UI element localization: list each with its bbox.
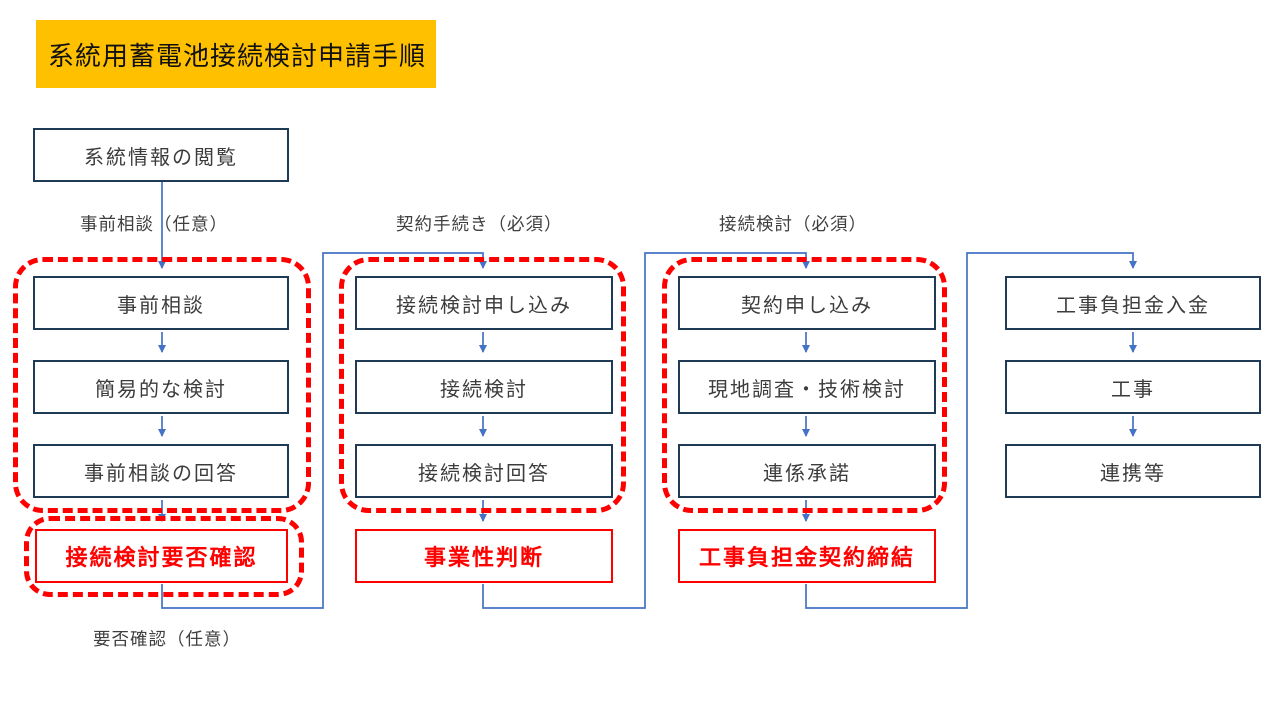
result-box: 工事負担金契約締結 bbox=[678, 529, 936, 583]
dashed-group-preliminary bbox=[13, 257, 311, 513]
elbow-connector-col3-col4 bbox=[805, 252, 1137, 609]
dashed-group-confirm bbox=[24, 516, 304, 597]
step-box: 事前相談 bbox=[33, 276, 289, 330]
phase-label-contract: 契約手続き（必須） bbox=[396, 214, 563, 234]
step-box: 事前相談の回答 bbox=[33, 444, 289, 498]
step-box: 連携等 bbox=[1005, 444, 1261, 498]
step-box: 契約申し込み bbox=[678, 276, 936, 330]
phase-label-study: 接続検討（必須） bbox=[719, 214, 867, 234]
phase-label-confirm: 要否確認（任意） bbox=[93, 629, 241, 649]
step-box: 接続検討 bbox=[355, 360, 613, 414]
step-box: 接続検討申し込み bbox=[355, 276, 613, 330]
page-title: 系統用蓄電池接続検討申請手順 bbox=[36, 20, 436, 88]
step-box: 工事 bbox=[1005, 360, 1261, 414]
start-box: 系統情報の閲覧 bbox=[33, 128, 289, 182]
result-box: 接続検討要否確認 bbox=[35, 529, 288, 583]
step-box: 現地調査・技術検討 bbox=[678, 360, 936, 414]
elbow-connector-col2-col3 bbox=[482, 252, 810, 609]
result-box: 事業性判断 bbox=[355, 529, 613, 583]
step-box: 接続検討回答 bbox=[355, 444, 613, 498]
dashed-group-contract bbox=[662, 257, 947, 513]
step-box: 簡易的な検討 bbox=[33, 360, 289, 414]
dashed-group-study bbox=[339, 257, 626, 513]
step-box: 連係承諾 bbox=[678, 444, 936, 498]
step-box: 工事負担金入金 bbox=[1005, 276, 1261, 330]
elbow-connector-col1-col2 bbox=[161, 252, 487, 609]
phase-label-preliminary: 事前相談（任意） bbox=[80, 214, 228, 234]
